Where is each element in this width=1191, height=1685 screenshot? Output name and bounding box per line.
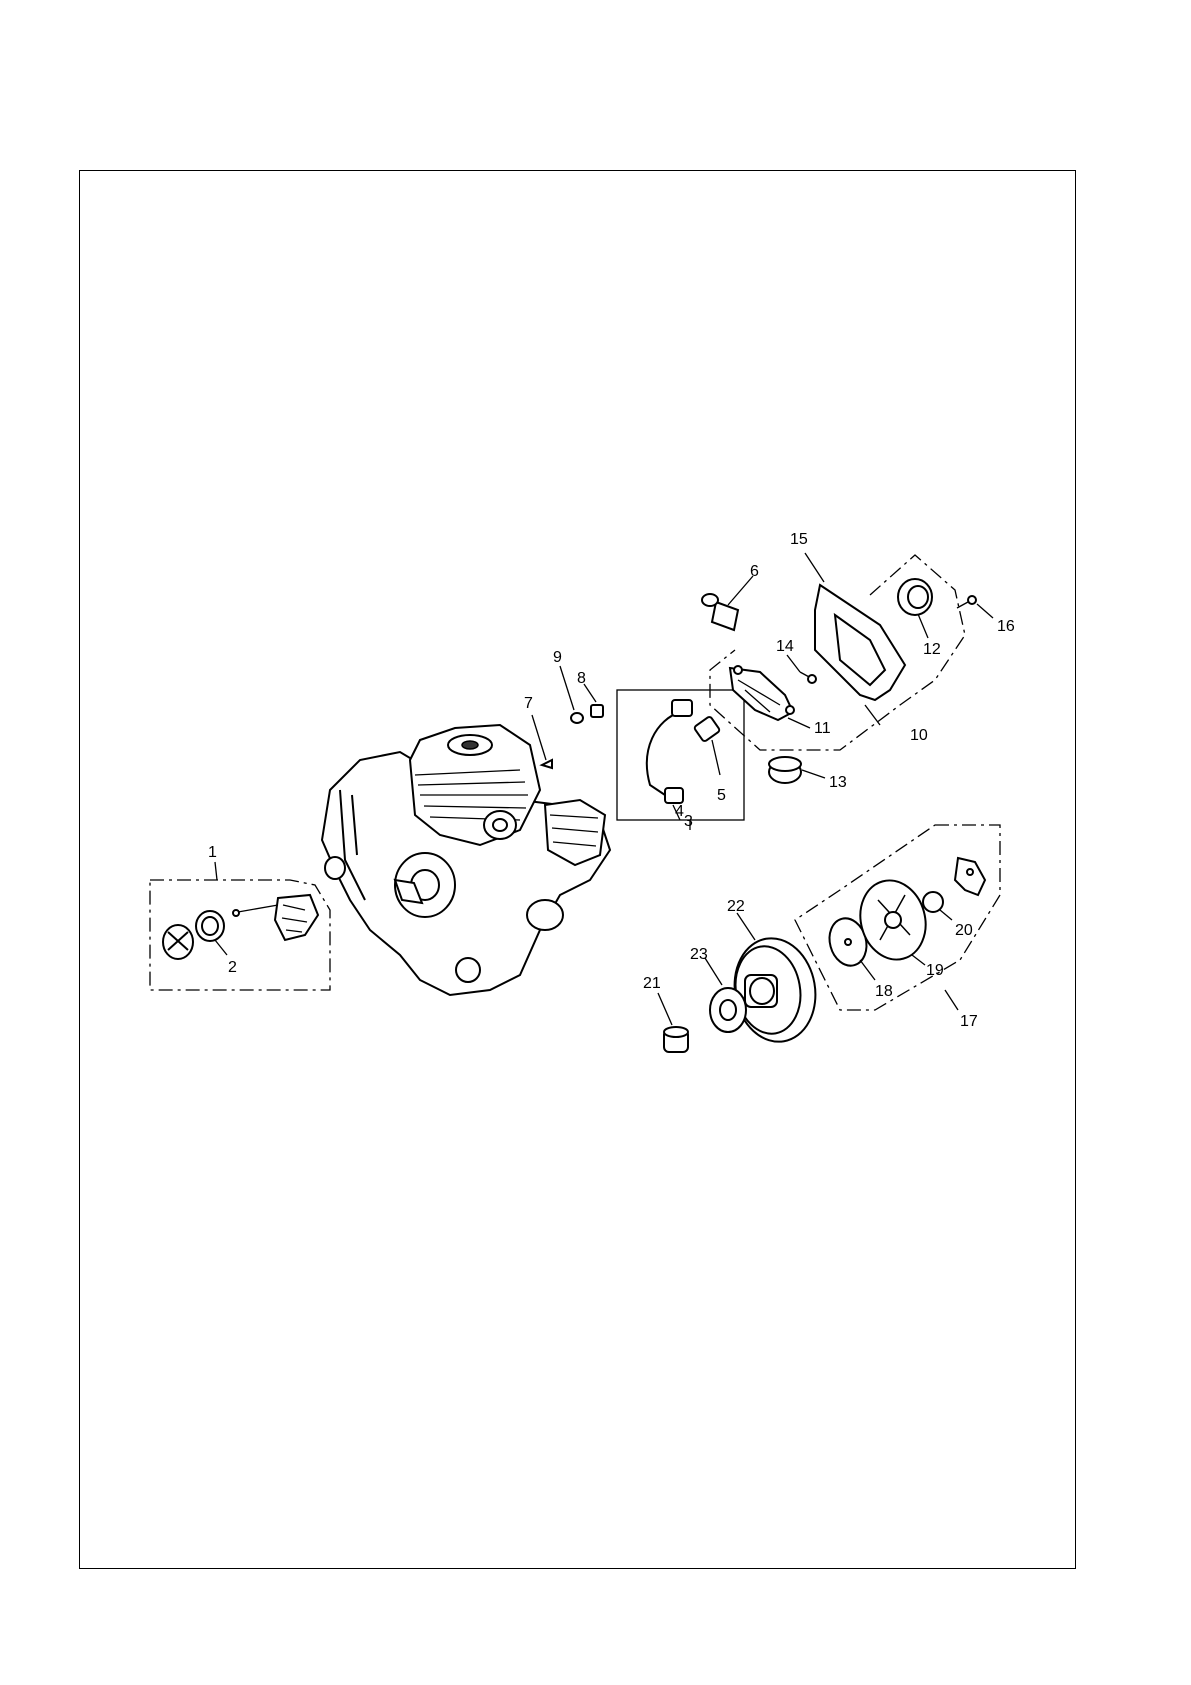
engine-assembly [322,725,610,995]
oil-hose [647,700,692,803]
part-21-needle-bearing [664,1027,688,1052]
callout-1: 1 [208,844,217,861]
part-8-nut [591,705,603,717]
part-15-cover-plate [815,585,905,700]
callout-3: 3 [684,813,693,830]
oil-cap [163,925,193,959]
callout-17: 17 [960,1013,978,1030]
callout-21: 21 [643,975,661,992]
callout-19: 19 [926,962,944,979]
part-11-chain-tensioner [730,666,794,720]
callout-7: 7 [524,695,533,712]
part-14-screw [800,672,816,683]
callout-2: 2 [228,959,237,976]
oil-cap-washer [196,911,224,941]
part-9-washer [571,713,583,723]
callout-4: 4 [675,803,684,820]
callout-20: 20 [955,922,973,939]
callout-9: 9 [553,649,562,666]
oil-pickup-fitting [694,716,721,742]
part-23-rim-sprocket [710,988,746,1032]
oil-filter-strainer [233,895,318,940]
part-16-screw [957,596,976,608]
part-20-spring [923,892,943,912]
callout-13: 13 [829,774,847,791]
callout-8: 8 [577,670,586,687]
callout-23: 23 [690,946,708,963]
callout-10: 10 [910,727,928,744]
part-13-bumper [769,757,801,783]
callout-16: 16 [997,618,1015,635]
part-7-pin [542,760,552,768]
callout-12: 12 [923,641,941,658]
callout-11: 11 [814,720,831,737]
clutch-carrier [955,858,985,895]
part-22-sprocket-drum [727,932,824,1048]
callout-15: 15 [790,531,808,548]
callout-18: 18 [875,983,893,1000]
callout-5: 5 [717,787,726,804]
callout-22: 22 [727,898,745,915]
callout-14: 14 [776,638,794,655]
callout-6: 6 [750,563,759,580]
part-12-bar-nut [898,579,932,615]
